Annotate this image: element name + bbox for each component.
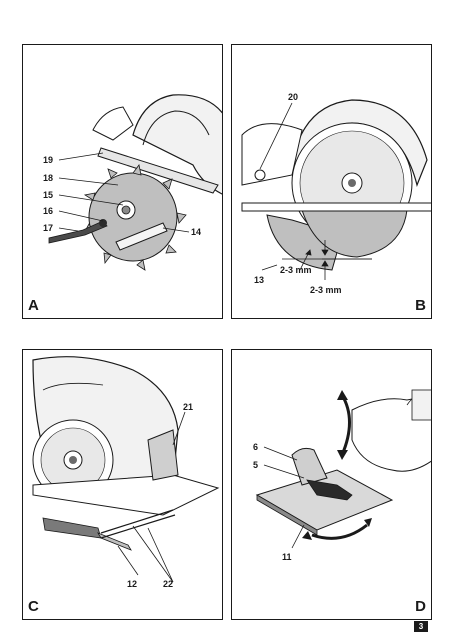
blade-depth-illustration: 20 13 2-3 mm 2-3 mm [241, 92, 431, 295]
gap-measure-1: 2-3 mm [280, 265, 312, 275]
callout-17: 17 [43, 223, 53, 233]
callout-14: 14 [191, 227, 201, 237]
saw-blade-a [83, 164, 187, 271]
panel-letter-c: C [28, 598, 39, 615]
callout-12: 12 [127, 579, 137, 589]
callout-16: 16 [43, 206, 53, 216]
callout-19: 19 [43, 155, 53, 165]
callout-11: 11 [282, 552, 292, 562]
callout-6: 6 [253, 442, 258, 452]
callout-18: 18 [43, 173, 53, 183]
panel-letter-b: B [415, 297, 426, 314]
gap-measure-2: 2-3 mm [310, 285, 342, 295]
callout-20: 20 [288, 92, 298, 102]
panel-c: 21 12 22 C [22, 349, 223, 620]
callout-22: 22 [163, 579, 173, 589]
callout-5: 5 [253, 460, 258, 470]
panel-letter-d: D [415, 598, 426, 615]
callout-21: 21 [183, 402, 193, 412]
panel-a: 19 18 15 16 17 14 A [22, 44, 223, 319]
blade-assembly-illustration: 19 18 15 16 17 14 [43, 94, 222, 271]
bevel-adjust-illustration: 6 5 11 [253, 389, 431, 562]
riving-knife-illustration: 21 12 22 [32, 356, 220, 589]
callout-15: 15 [43, 190, 53, 200]
panel-letter-a: A [28, 297, 39, 314]
callout-13: 13 [254, 275, 264, 285]
page-number: 3 [414, 621, 428, 632]
panel-b: 20 13 2-3 mm 2-3 mm B [231, 44, 432, 319]
panel-d: 6 5 11 D [231, 349, 432, 620]
